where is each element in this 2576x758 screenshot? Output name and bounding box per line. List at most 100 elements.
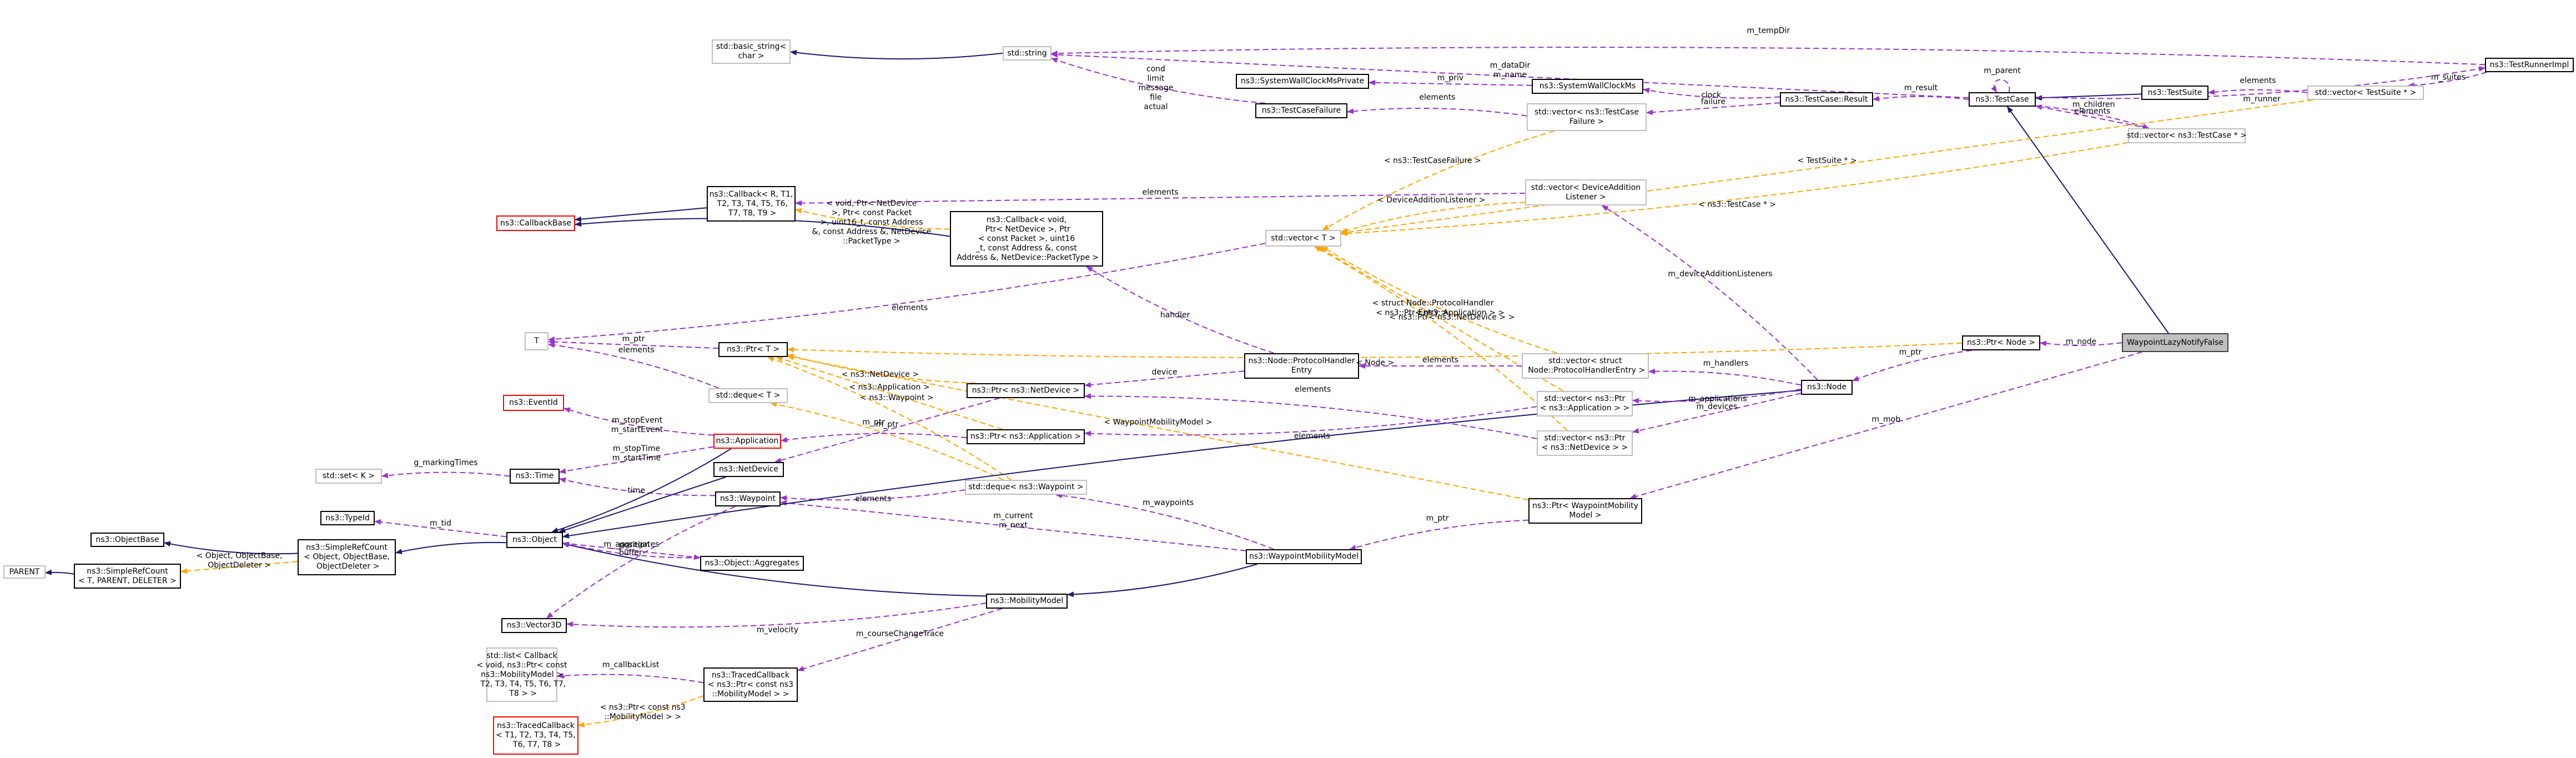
- edge-usage-vec-ptr-nd-to-ptr-netdev: [1084, 393, 1537, 439]
- class-node-ptr-app[interactable]: ns3::Ptr< ns3::Application >: [967, 429, 1085, 444]
- edge-usage-vec-ptr-app-to-ptr-app: [1084, 406, 1537, 436]
- class-node-application[interactable]: ns3::Application: [713, 434, 781, 449]
- edge-usage-object-to-aggregates: [562, 542, 701, 560]
- class-node-wmm[interactable]: ns3::WaypointMobilityModel: [1246, 549, 1362, 564]
- edge-label: elements: [1419, 93, 1456, 102]
- edge-label: < ns3::Ptr< ns3::Application > >: [1376, 308, 1505, 318]
- class-node-aggregates[interactable]: ns3::Object::Aggregates: [700, 556, 804, 571]
- edge-label: elements: [1142, 188, 1179, 197]
- edge-label: failure: [1700, 97, 1726, 107]
- class-node-mobility[interactable]: ns3::MobilityModel: [986, 594, 1068, 609]
- class-node-parent[interactable]: PARENT: [3, 565, 46, 579]
- edge-usage-tcf-to-string: [1051, 58, 1266, 104]
- class-node-cb-void[interactable]: ns3::Callback< void, Ptr< NetDevice >, P…: [950, 211, 1103, 267]
- edge-label: m_dataDir m_name: [1490, 61, 1531, 80]
- class-node-vec-tsp[interactable]: std::vector< TestSuite * >: [2307, 86, 2424, 100]
- class-node-ptr-t[interactable]: ns3::Ptr< T >: [718, 342, 788, 357]
- class-node-set-k[interactable]: std::set< K >: [315, 469, 382, 484]
- class-node-objectbase[interactable]: ns3::ObjectBase: [90, 533, 164, 547]
- edge-usage-vec-tcf-to-tcf: [1347, 107, 1527, 117]
- class-node-testcase[interactable]: ns3::TestCase: [1969, 92, 2036, 107]
- class-node-list-cb[interactable]: std::list< Callback < void, ns3::Ptr< co…: [477, 647, 567, 702]
- edge-usage-time-to-set-k: [381, 471, 510, 479]
- class-node-tc-mob[interactable]: ns3::TracedCallback < ns3::Ptr< const ns…: [703, 667, 798, 702]
- class-node-vec-ptr-app[interactable]: std::vector< ns3::Ptr < ns3::Application…: [1537, 391, 1633, 416]
- edge-usage-testcase-to-tcresult: [1873, 96, 1969, 102]
- class-node-vec-phe[interactable]: std::vector< struct Node::ProtocolHandle…: [1522, 353, 1649, 379]
- class-node-waypoint[interactable]: ns3::Waypoint: [715, 491, 781, 506]
- edge-usage-aggregates-to-object: [562, 541, 701, 559]
- class-node-tc-generic[interactable]: ns3::TracedCallback < T1, T2, T3, T4, T5…: [493, 716, 578, 755]
- class-node-ptr-wmm[interactable]: ns3::Ptr< WaypointMobility Model >: [1528, 498, 1642, 524]
- class-node-typeid[interactable]: ns3::TypeId: [320, 511, 375, 525]
- edge-usage-vec-tsp-to-testsuite: [2208, 89, 2308, 95]
- edge-usage-testcase-to-string: [1051, 52, 1969, 99]
- edge-inheritance-string-to-basic-string: [790, 49, 1003, 60]
- class-node-tcf[interactable]: ns3::TestCaseFailure: [1255, 103, 1347, 118]
- class-node-ptr-netdev[interactable]: ns3::Ptr< ns3::NetDevice >: [967, 383, 1085, 398]
- edge-label: position: [618, 540, 650, 550]
- class-node-src-obj[interactable]: ns3::SimpleRefCount < Object, ObjectBase…: [298, 539, 396, 575]
- edge-label: m_parent: [1984, 66, 2021, 76]
- edge-label: elements: [1294, 431, 1330, 441]
- class-node-vec-tcp[interactable]: std::vector< ns3::TestCase * >: [2127, 128, 2247, 143]
- edge-inheritance-object-to-src-obj: [395, 541, 507, 554]
- edge-label: m_ptr: [1899, 348, 1922, 357]
- class-node-deque-wp[interactable]: std::deque< ns3::Waypoint >: [965, 480, 1087, 495]
- edge-label: m_ptr: [862, 418, 886, 427]
- edge-usage-tc-mob-to-list-cb: [557, 672, 704, 684]
- edge-usage-waypoint-to-time: [559, 477, 716, 496]
- edge-usage-mobility-to-vector3d: [566, 603, 987, 628]
- class-node-t[interactable]: T: [525, 332, 549, 350]
- edge-usage-focus-to-ptr-node: [2040, 340, 2122, 347]
- class-node-vec-dal[interactable]: std::vector< DeviceAddition Listener >: [1525, 179, 1647, 205]
- class-node-netdevice[interactable]: ns3::NetDevice: [713, 462, 784, 477]
- class-node-basic-string[interactable]: std::basic_string< char >: [712, 39, 791, 64]
- class-node-vec-t[interactable]: std::vector< T >: [1265, 230, 1341, 247]
- class-node-string[interactable]: std::string: [1003, 46, 1051, 61]
- edge-label: m_runner: [2243, 94, 2281, 104]
- edge-usage-vec-t-to-t: [548, 243, 1266, 342]
- edge-label: elements: [2074, 107, 2111, 116]
- class-node-swcm[interactable]: ns3::SystemWallClockMs: [1532, 79, 1643, 94]
- class-node-testsuite[interactable]: ns3::TestSuite: [2141, 86, 2208, 100]
- edge-usage-ptr-netdev-to-netdevice: [774, 398, 1000, 463]
- edge-label: m_aggregates: [603, 540, 660, 549]
- class-node-phe[interactable]: ns3::Node::ProtocolHandler Entry: [1244, 353, 1359, 379]
- edge-usage-swcm-to-swcmp: [1368, 79, 1532, 86]
- class-node-vector3d[interactable]: ns3::Vector3D: [501, 618, 567, 633]
- class-node-runner[interactable]: ns3::TestRunnerImpl: [2485, 58, 2574, 72]
- edge-label: < ns3::Application >: [849, 383, 930, 392]
- edge-usage-runner-to-string: [1051, 47, 2486, 66]
- edge-template-ptr-node-to-ptr-t: [787, 342, 1963, 358]
- class-node-vec-ptr-nd[interactable]: std::vector< ns3::Ptr < ns3::NetDevice >…: [1537, 430, 1633, 456]
- class-node-object[interactable]: ns3::Object: [506, 532, 563, 548]
- edge-label: m_current m_next: [993, 511, 1033, 530]
- edge-template-vec-tcf-to-vec-t: [1322, 130, 1554, 230]
- edge-label: m_stopTime m_startTime: [612, 444, 661, 463]
- edge-usage-ptr-node-to-node: [1852, 350, 1972, 381]
- class-node-vec-tcf[interactable]: std::vector< ns3::TestCase Failure >: [1527, 103, 1647, 131]
- edge-label: < ns3::TestCaseFailure >: [1383, 156, 1481, 165]
- class-node-node[interactable]: ns3::Node: [1801, 380, 1853, 395]
- edge-template-vec-ptr-nd-to-vec-t: [1314, 246, 1568, 431]
- edge-usage-wmm-to-waypoint: [780, 500, 1246, 551]
- class-node-focus[interactable]: WaypointLazyNotifyFalse: [2122, 333, 2228, 352]
- class-node-time[interactable]: ns3::Time: [510, 469, 560, 484]
- class-node-cbbase[interactable]: ns3::CallbackBase: [496, 215, 575, 231]
- edge-label: buffer: [619, 548, 642, 558]
- edge-label: m_callbackList: [602, 660, 660, 670]
- class-node-ptr-node[interactable]: ns3::Ptr< Node >: [1962, 335, 2040, 350]
- class-node-eventid[interactable]: ns3::EventId: [503, 395, 564, 411]
- class-node-src-t[interactable]: ns3::SimpleRefCount < T, PARENT, DELETER…: [74, 564, 181, 589]
- class-node-cb-generic[interactable]: ns3::Callback< R, T1, T2, T3, T4, T5, T6…: [707, 186, 796, 222]
- class-node-swcmp[interactable]: ns3::SystemWallClockMsPrivate: [1236, 74, 1369, 89]
- class-node-tcresult[interactable]: ns3::TestCase::Result: [1780, 92, 1873, 107]
- edge-label: m_priv: [1437, 73, 1464, 83]
- class-node-deque-t[interactable]: std::deque< T >: [708, 388, 788, 403]
- edge-usage-phe-to-cb-void: [1086, 266, 1275, 354]
- edge-usage-vec-tcp-to-testcase: [2035, 104, 2149, 129]
- edge-inheritance-netdevice-to-object: [559, 476, 726, 533]
- edge-label: clock: [1701, 91, 1722, 100]
